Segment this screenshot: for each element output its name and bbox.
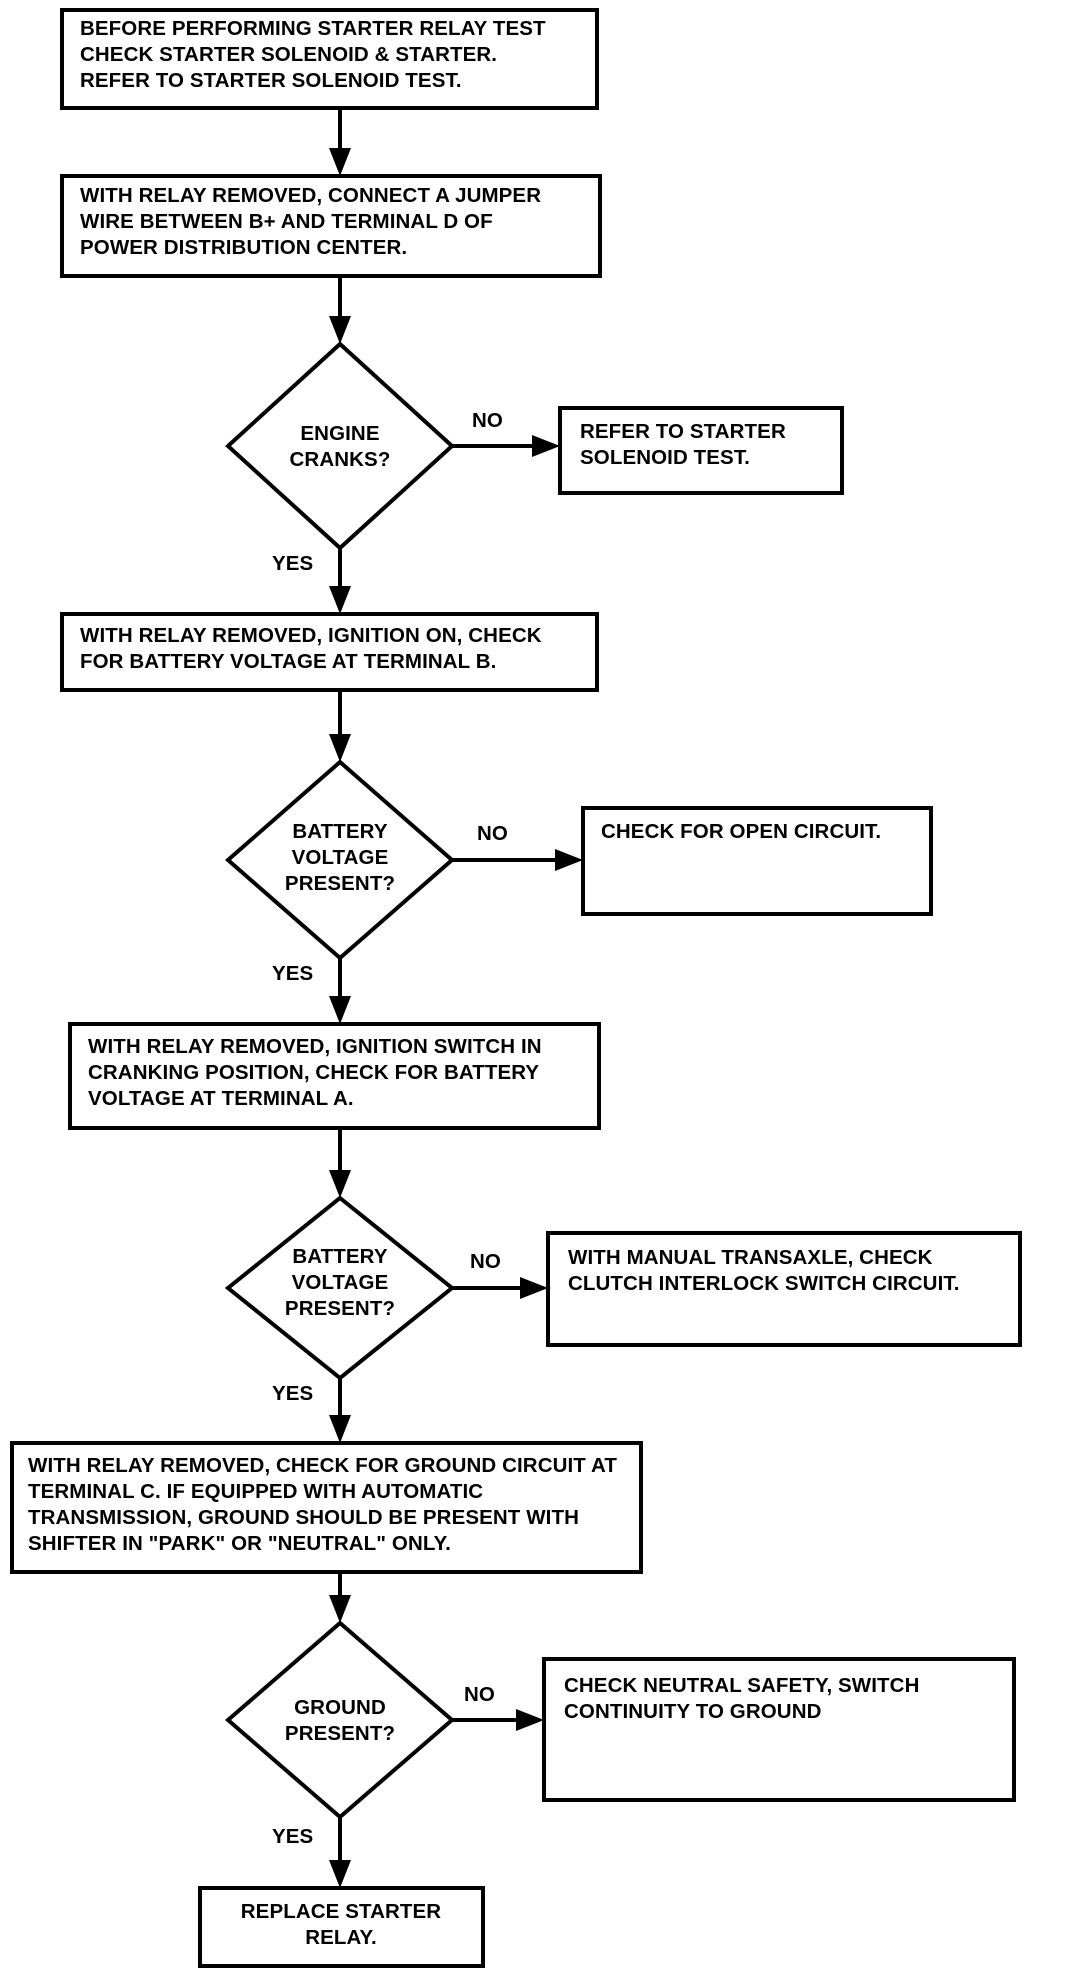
node-text-line: REPLACE STARTER: [241, 1900, 442, 1923]
branch-yes-1: YES: [272, 548, 351, 614]
node-text-line: TERMINAL C. IF EQUIPPED WITH AUTOMATIC: [28, 1480, 483, 1503]
node-box-shape: [60, 174, 602, 278]
node-check-open-circuit: CHECK FOR OPEN CIRCUIT.: [581, 806, 933, 916]
node-text-line: CHECK NEUTRAL SAFETY, SWITCH: [564, 1674, 919, 1697]
connector-n6-d3: [329, 1128, 351, 1198]
node-text-line: VOLTAGE AT TERMINAL A.: [88, 1087, 354, 1110]
branch-no-4: NO: [452, 1683, 544, 1731]
arrow-head-icon: [329, 1860, 351, 1888]
connector-n2-d1: [329, 276, 351, 344]
branch-yes-2: YES: [272, 958, 351, 1024]
branch-label-yes: YES: [272, 1382, 313, 1405]
node-text-line: CONTINUITY TO GROUND: [564, 1700, 822, 1723]
node-before-performing-test: BEFORE PERFORMING STARTER RELAY TEST CHE…: [60, 8, 599, 110]
decision-engine-cranks: ENGINE CRANKS?: [225, 341, 455, 551]
arrow-head-icon: [329, 1595, 351, 1623]
arrow-head-icon: [329, 1170, 351, 1198]
node-box-shape: [68, 1022, 601, 1130]
node-text-line: WITH RELAY REMOVED, CONNECT A JUMPER: [80, 184, 541, 207]
branch-label-yes: YES: [272, 1825, 313, 1848]
node-box-shape: [198, 1886, 485, 1968]
branch-label-no: NO: [472, 409, 503, 432]
node-box-shape: [558, 406, 844, 495]
decision-text-line: PRESENT?: [285, 1722, 395, 1745]
decision-text-line: GROUND: [294, 1696, 386, 1719]
node-refer-starter-solenoid-test: REFER TO STARTER SOLENOID TEST.: [558, 406, 844, 495]
node-check-ground-circuit-terminal-c: WITH RELAY REMOVED, CHECK FOR GROUND CIR…: [10, 1441, 643, 1574]
node-text-line: BEFORE PERFORMING STARTER RELAY TEST: [80, 17, 546, 40]
node-text-line: WITH MANUAL TRANSAXLE, CHECK: [568, 1246, 933, 1269]
decision-text-line: VOLTAGE: [292, 846, 389, 869]
branch-no-3: NO: [452, 1250, 548, 1299]
branch-label-no: NO: [464, 1683, 495, 1706]
node-connect-jumper-wire: WITH RELAY REMOVED, CONNECT A JUMPER WIR…: [60, 174, 602, 278]
decision-text-line: VOLTAGE: [292, 1271, 389, 1294]
decision-text-line: ENGINE: [300, 422, 379, 445]
arrow-head-icon: [329, 148, 351, 176]
branch-yes-3: YES: [272, 1378, 351, 1443]
decision-diamond-shape: [225, 341, 455, 551]
node-text-line: REFER TO STARTER SOLENOID TEST.: [80, 69, 462, 92]
node-box-shape: [10, 1441, 643, 1574]
node-text-line: WIRE BETWEEN B+ AND TERMINAL D OF: [80, 210, 493, 233]
node-box-shape: [60, 8, 599, 110]
decision-battery-voltage-present-b: BATTERY VOLTAGE PRESENT?: [224, 759, 456, 961]
branch-yes-4: YES: [272, 1817, 351, 1888]
node-check-voltage-terminal-a: WITH RELAY REMOVED, IGNITION SWITCH IN C…: [68, 1022, 601, 1130]
node-box-shape: [542, 1657, 1016, 1802]
node-text-line: CHECK STARTER SOLENOID & STARTER.: [80, 43, 497, 66]
connector-n1-n2: [329, 108, 351, 176]
node-check-neutral-safety-switch: CHECK NEUTRAL SAFETY, SWITCH CONTINUITY …: [542, 1657, 1016, 1802]
node-text-line: FOR BATTERY VOLTAGE AT TERMINAL B.: [80, 650, 496, 673]
node-text-line: WITH RELAY REMOVED, CHECK FOR GROUND CIR…: [28, 1454, 617, 1477]
decision-text-line: BATTERY: [292, 1245, 387, 1268]
node-box-shape: [581, 806, 933, 916]
decision-battery-voltage-present-a: BATTERY VOLTAGE PRESENT?: [224, 1195, 456, 1381]
node-check-clutch-interlock: WITH MANUAL TRANSAXLE, CHECK CLUTCH INTE…: [546, 1231, 1022, 1347]
arrow-head-icon: [555, 849, 583, 871]
branch-label-no: NO: [470, 1250, 501, 1273]
node-text-line: RELAY.: [305, 1926, 377, 1949]
decision-text-line: PRESENT?: [285, 872, 395, 895]
node-text-line: SHIFTER IN "PARK" OR "NEUTRAL" ONLY.: [28, 1532, 451, 1555]
branch-no-2: NO: [452, 822, 583, 871]
arrow-head-icon: [329, 316, 351, 344]
arrow-head-icon: [516, 1709, 544, 1731]
node-text-line: SOLENOID TEST.: [580, 446, 750, 469]
decision-text-line: PRESENT?: [285, 1297, 395, 1320]
decision-ground-present: GROUND PRESENT?: [224, 1620, 456, 1820]
arrow-head-icon: [329, 1415, 351, 1443]
arrow-head-icon: [532, 435, 560, 457]
connector-n4-d2: [329, 690, 351, 762]
decision-text-line: BATTERY: [292, 820, 387, 843]
arrow-head-icon: [329, 734, 351, 762]
node-check-voltage-terminal-b: WITH RELAY REMOVED, IGNITION ON, CHECK F…: [60, 612, 599, 692]
node-text-line: WITH RELAY REMOVED, IGNITION SWITCH IN: [88, 1035, 542, 1058]
branch-label-no: NO: [477, 822, 508, 845]
decision-diamond-shape: [224, 1620, 456, 1820]
node-text-line: CHECK FOR OPEN CIRCUIT.: [601, 820, 881, 843]
node-text-line: CRANKING POSITION, CHECK FOR BATTERY: [88, 1061, 539, 1084]
arrow-head-icon: [329, 996, 351, 1024]
node-replace-starter-relay: REPLACE STARTER RELAY.: [198, 1886, 485, 1968]
node-text-line: REFER TO STARTER: [580, 420, 786, 443]
branch-label-yes: YES: [272, 962, 313, 985]
branch-label-yes: YES: [272, 552, 313, 575]
arrow-head-icon: [520, 1277, 548, 1299]
node-text-line: WITH RELAY REMOVED, IGNITION ON, CHECK: [80, 624, 542, 647]
connector-n8-d4: [329, 1572, 351, 1623]
arrow-head-icon: [329, 586, 351, 614]
node-text-line: TRANSMISSION, GROUND SHOULD BE PRESENT W…: [28, 1506, 579, 1529]
branch-no-1: NO: [452, 409, 560, 457]
node-text-line: POWER DISTRIBUTION CENTER.: [80, 236, 407, 259]
node-box-shape: [546, 1231, 1022, 1347]
decision-text-line: CRANKS?: [290, 448, 391, 471]
node-box-shape: [60, 612, 599, 692]
node-text-line: CLUTCH INTERLOCK SWITCH CIRCUIT.: [568, 1272, 960, 1295]
